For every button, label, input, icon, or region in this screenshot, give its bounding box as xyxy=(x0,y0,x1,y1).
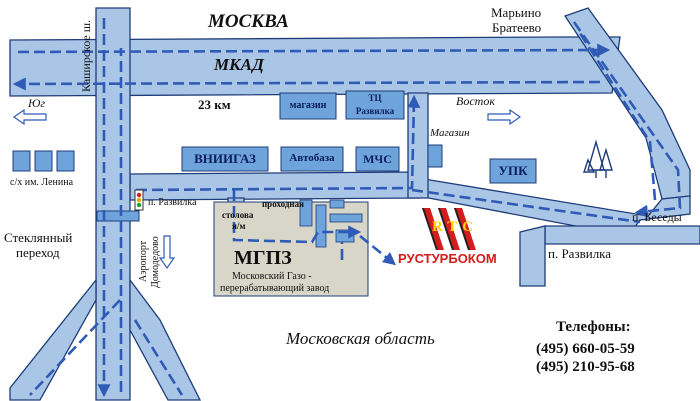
kashirskoe-label: Каширское ш. xyxy=(79,19,93,92)
mchs-building-label: МЧС xyxy=(363,151,392,166)
arrow-right-icon xyxy=(487,108,522,126)
mgpz-label: МГПЗ xyxy=(234,247,292,269)
magazin-building xyxy=(279,92,337,120)
yug-label: Юг xyxy=(28,96,46,110)
tc-building xyxy=(345,90,405,120)
stolovaya-label-1: столова xyxy=(222,210,254,220)
logo-letters: RTC xyxy=(432,219,479,235)
inner-road xyxy=(129,171,421,201)
glass-crossing xyxy=(96,210,140,222)
kashirskoe-road xyxy=(95,7,131,401)
stolovaya-label-2: я/м xyxy=(232,221,246,231)
mchs-building xyxy=(355,146,400,172)
phone-1: (495) 660-05-59 xyxy=(536,341,635,357)
upk-building xyxy=(489,158,537,184)
arrow-left-icon xyxy=(12,108,47,126)
razvilka-label: п. Развилка xyxy=(548,246,612,261)
magazin2-label: Магазин xyxy=(430,127,470,139)
prokhodnaya-label: проходная xyxy=(262,199,304,209)
moskva-label: МОСКВА xyxy=(208,11,289,32)
tree-icon xyxy=(583,139,613,178)
vniigaz-building-label: ВНИИГАЗ xyxy=(194,151,256,167)
besedy-label: п. Беседы xyxy=(632,210,682,224)
rtc-logo xyxy=(422,208,476,250)
airport-label-2: Домодедово xyxy=(150,236,161,288)
sovkhoz-house-2 xyxy=(34,150,53,172)
magazin-building-label: магазин xyxy=(289,99,327,111)
southeast-branch xyxy=(129,278,202,401)
brateevo-label: Братеево xyxy=(492,20,542,35)
razvilka-road-end xyxy=(519,225,546,287)
tc-building-label-2: Развилка xyxy=(355,105,395,116)
km23-label: 23 км xyxy=(198,97,231,112)
mgpz-full-label-2: перерабатывающий завод xyxy=(220,283,330,294)
sovkhoz-house-3 xyxy=(56,150,75,172)
arrow-down-icon xyxy=(158,235,176,270)
southwest-branch xyxy=(9,278,97,401)
buildings xyxy=(12,90,537,222)
route-lines xyxy=(12,18,682,398)
vostok-label: Восток xyxy=(456,94,495,108)
avtobaza-building xyxy=(280,146,344,172)
glass-crossing-label-2: переход xyxy=(16,245,60,260)
sovkhoz-label: с/х им. Ленина xyxy=(10,177,74,188)
region-label: Московская область xyxy=(286,329,435,348)
airport-label-1: Аэропорт xyxy=(138,240,149,282)
company-label: РУСТУРБОКОМ xyxy=(398,251,497,266)
razvilka-road xyxy=(544,225,700,245)
glass-crossing-label-1: Стеклянный xyxy=(4,230,73,245)
razvilka-small-label: п. Развилка xyxy=(148,197,197,208)
magazin2-building xyxy=(427,144,443,168)
mkad-label: МКАД xyxy=(214,55,264,74)
phone-2: (495) 210-95-68 xyxy=(536,359,635,375)
tc-building-label-1: ТЦ xyxy=(368,92,382,103)
sovkhoz-house-1 xyxy=(12,150,31,172)
vniigaz-building xyxy=(181,146,269,172)
mgpz-full-label-1: Московский Газо - xyxy=(232,271,312,282)
avtobaza-building-label: Автобаза xyxy=(289,152,335,165)
traffic-light-icon xyxy=(134,189,144,211)
marino-label: Марьино xyxy=(491,5,542,20)
phones-title: Телефоны: xyxy=(556,319,631,335)
upk-building-label: УПК xyxy=(498,163,528,179)
